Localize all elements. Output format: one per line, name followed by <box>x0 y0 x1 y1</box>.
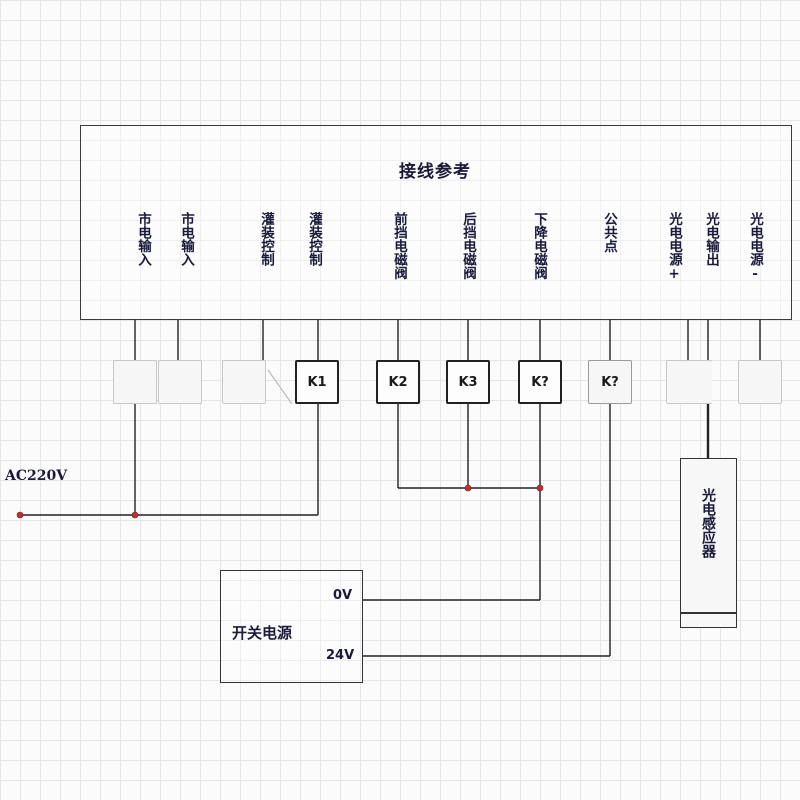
terminal-3 <box>222 360 266 404</box>
ac-input-label: AC220V <box>5 468 68 484</box>
junction-dot <box>131 511 139 519</box>
label-filling-control-1: 灌装控制 <box>258 212 274 266</box>
junction-dot <box>536 484 544 492</box>
label-filling-control-2: 灌装控制 <box>306 212 322 266</box>
terminal-10 <box>686 360 712 404</box>
psu-port-0v: 0V <box>333 588 353 603</box>
label-sensor-output: 光电输出 <box>703 212 719 266</box>
photoelectric-sensor <box>680 458 737 628</box>
label-sensor-power-plus: 光电电源+ <box>666 212 682 282</box>
label-rear-solenoid: 后挡电磁阀 <box>460 212 476 280</box>
terminal-k4: K? <box>518 360 562 404</box>
wiring-reference-panel <box>80 125 792 320</box>
terminal-2 <box>158 360 202 404</box>
label-down-solenoid: 下降电磁阀 <box>531 212 547 280</box>
junctions <box>16 484 544 519</box>
psu-port-24v: 24V <box>326 648 355 663</box>
label-sensor-power-minus: 光电电源- <box>747 212 763 282</box>
sensor-label: 光电感应器 <box>700 488 716 558</box>
terminal-k1: K1 <box>295 360 339 404</box>
switching-power-supply <box>220 570 363 683</box>
label-common-point: 公共点 <box>601 212 617 253</box>
label-mains-input-1: 市电输入 <box>135 212 151 266</box>
terminal-11 <box>738 360 782 404</box>
panel-title: 接线参考 <box>399 162 471 182</box>
power-supply-label: 开关电源 <box>232 624 293 642</box>
terminal-k2: K2 <box>376 360 420 404</box>
junction-dot <box>464 484 472 492</box>
label-mains-input-2: 市电输入 <box>178 212 194 266</box>
terminal-k5: K? <box>588 360 632 404</box>
terminal-k3: K3 <box>446 360 490 404</box>
label-front-solenoid: 前挡电磁阀 <box>391 212 407 280</box>
terminal-1 <box>113 360 157 404</box>
break-mark <box>267 369 293 405</box>
sensor-divider <box>680 612 737 614</box>
junction-dot <box>16 511 24 519</box>
